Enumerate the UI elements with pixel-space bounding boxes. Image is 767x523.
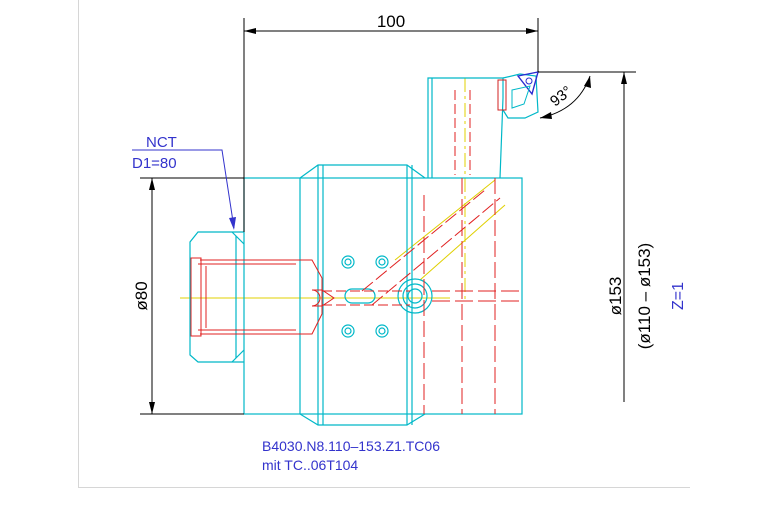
- d1-label: D1=80: [132, 155, 177, 172]
- arrow-d80-top: [149, 178, 155, 190]
- main-body: [243, 177, 523, 415]
- adjust-screw-mid: [402, 283, 428, 309]
- arrow-nct: [229, 217, 236, 230]
- dim-d80-label: ø80: [132, 281, 151, 310]
- dim-width-label: 100: [377, 12, 405, 31]
- dim-d153-label: ø153: [606, 277, 625, 316]
- centerlines: [180, 78, 506, 300]
- arrowheads: [149, 28, 627, 414]
- insert-seat: [511, 85, 531, 109]
- hidden-diag-1: [361, 189, 486, 292]
- screw-hole-1: [341, 255, 355, 269]
- arrow-width-right: [526, 28, 538, 34]
- screw-hole-3: [341, 324, 355, 338]
- insert-clamp: [497, 79, 507, 111]
- nct-leader: [192, 149, 235, 229]
- screw-hole-4: [375, 324, 389, 338]
- nct-label: NCT: [146, 134, 177, 151]
- dimensions: [132, 18, 636, 415]
- screw-hole-4-inner: [378, 327, 386, 335]
- arrow-d153-top: [621, 72, 627, 84]
- screw-hole-3-inner: [344, 327, 352, 335]
- screw-hole-1-inner: [344, 258, 352, 266]
- shank: [189, 231, 244, 363]
- arrow-width-left: [244, 28, 256, 34]
- screw-hole-2-inner: [378, 258, 386, 266]
- insert-triangle: [516, 71, 539, 96]
- z-label: Z=1: [670, 282, 687, 310]
- hidden-lines: [190, 90, 522, 414]
- hidden-diag-2: [371, 197, 501, 306]
- arrow-angle-1: [540, 112, 552, 119]
- insert-screw: [525, 77, 533, 85]
- cutting-insert: [497, 71, 539, 119]
- caption-line2: mit TC..06T104: [262, 457, 358, 473]
- arrow-d80-bottom: [149, 402, 155, 414]
- body-outline: [189, 77, 523, 426]
- arrow-angle-2: [584, 76, 591, 88]
- retention-knob: [190, 257, 202, 337]
- dim-angle-label: 93°: [547, 83, 575, 110]
- shank-chamfer-bottom: [231, 349, 245, 363]
- adjust-screw-outer: [397, 278, 433, 314]
- shank-chamfer-top: [231, 231, 245, 245]
- caption-line1: B4030.N8.110–153.Z1.TC06: [262, 438, 440, 454]
- adjust-screw-inner: [407, 288, 423, 304]
- dim-range-label: (ø110 – ø153): [635, 243, 654, 349]
- centerline-diagonal-1: [394, 179, 496, 261]
- bore-left: [200, 259, 323, 335]
- body-shoulder: [299, 164, 426, 179]
- insert-holder: [502, 73, 539, 119]
- body-shoulder-bottom: [299, 413, 426, 426]
- screw-hole-2: [375, 255, 389, 269]
